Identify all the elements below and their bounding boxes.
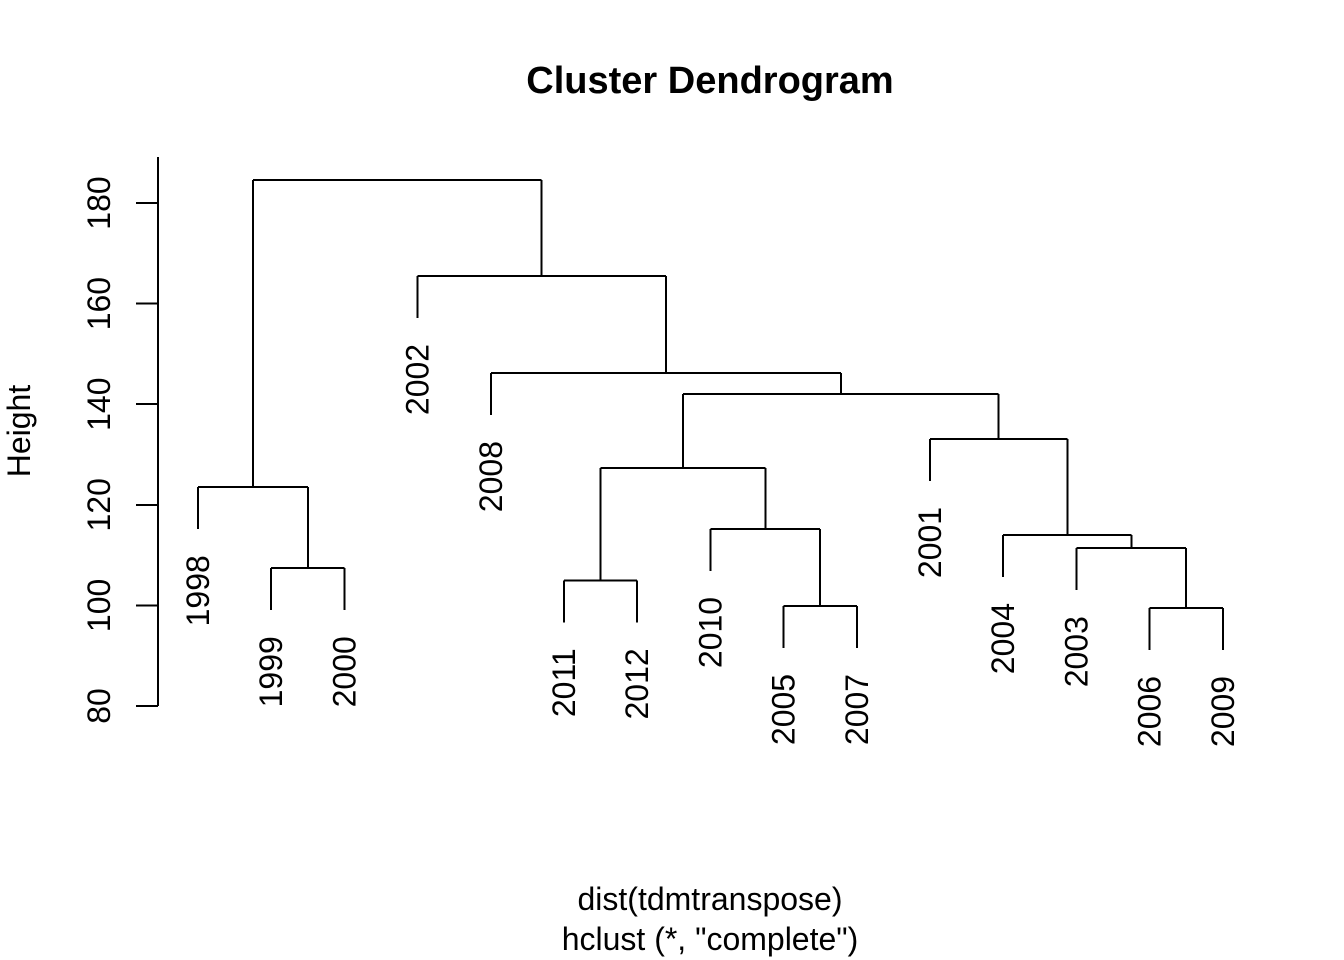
leaf-label-2010: 2010: [692, 597, 728, 668]
leaf-label-2008: 2008: [473, 441, 509, 512]
leaf-label-2005: 2005: [766, 674, 802, 745]
y-tick-label-160: 160: [81, 277, 117, 330]
leaf-label-2003: 2003: [1058, 616, 1094, 687]
y-axis-label: Height: [1, 385, 37, 478]
y-tick-label-80: 80: [81, 688, 117, 724]
leaf-label-2000: 2000: [326, 636, 362, 707]
dendrogram-branches: [197, 178, 1224, 650]
leaf-label-2011: 2011: [546, 648, 582, 717]
dendrogram-labels: 80 100 120 140 160 180 1999 2000 1998 2011 2012 200…: [81, 176, 1241, 747]
y-tick-label-100: 100: [81, 579, 117, 632]
method-caption: hclust (*, "complete"): [562, 921, 859, 957]
leaf-label-2002: 2002: [400, 344, 436, 415]
leaf-label-2004: 2004: [985, 603, 1021, 674]
leaf-label-2006: 2006: [1132, 676, 1168, 747]
chart-title: Cluster Dendrogram: [526, 60, 893, 102]
leaf-label-2012: 2012: [619, 648, 655, 719]
leaf-label-2001: 2001: [912, 507, 948, 578]
y-tick-label-180: 180: [81, 176, 117, 229]
y-axis-ticks: [136, 202, 158, 707]
leaf-label-1998: 1998: [180, 555, 216, 626]
y-tick-label-120: 120: [81, 478, 117, 531]
y-tick-label-140: 140: [81, 378, 117, 431]
leaf-label-2009: 2009: [1205, 676, 1241, 747]
leaf-label-1999: 1999: [253, 636, 289, 707]
x-axis-label: dist(tdmtranspose): [578, 881, 843, 917]
leaf-label-2007: 2007: [839, 674, 875, 745]
